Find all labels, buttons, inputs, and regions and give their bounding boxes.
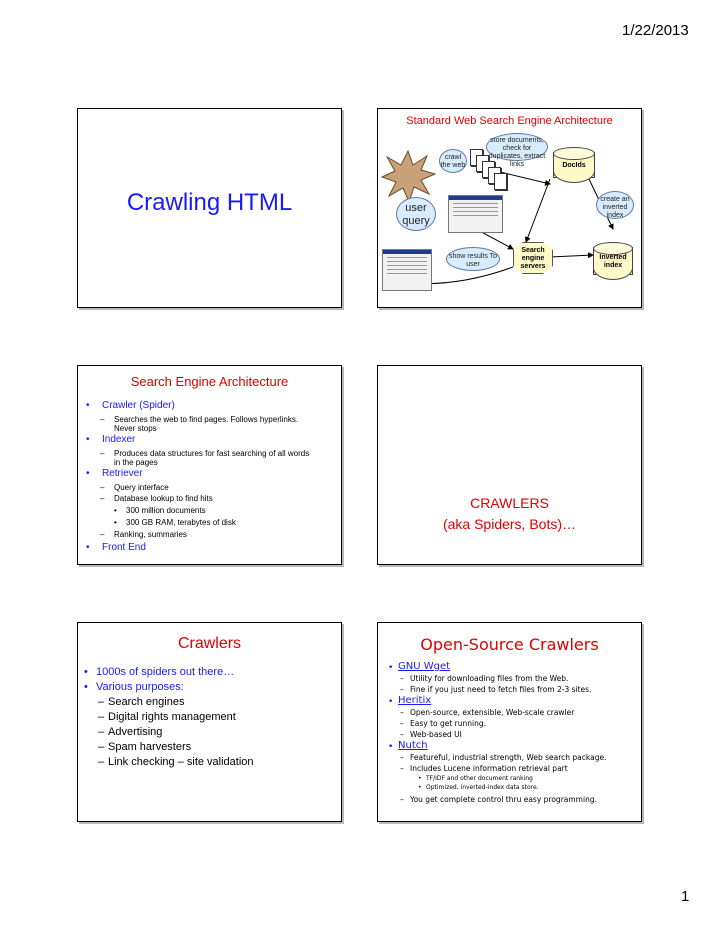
dash-icon: – <box>98 756 105 768</box>
list-item: Advertising <box>108 726 163 738</box>
list-item: You get complete control thru easy progr… <box>410 795 597 804</box>
bullet-icon: • <box>84 681 88 693</box>
list-item: Various purposes: <box>96 681 184 693</box>
list-item: Indexer <box>102 434 136 445</box>
document-icon <box>494 173 507 190</box>
list-item: Fine if you just need to fetch files fro… <box>410 685 592 694</box>
dash-icon: – <box>100 494 105 503</box>
gnu-wget-link[interactable]: GNU Wget <box>398 661 451 672</box>
inverted-index-database-icon: Inverted index <box>593 242 633 280</box>
list-item: Easy to get running. <box>410 719 487 728</box>
list-item: Database lookup to find hits <box>114 494 213 503</box>
list-item: 1000s of spiders out there… <box>96 666 235 678</box>
bullet-icon: • <box>388 742 394 752</box>
search-engine-servers-label: Search engine servers <box>513 242 553 274</box>
dash-icon: – <box>98 741 105 753</box>
dash-icon: – <box>400 753 404 762</box>
slide-title: Standard Web Search Engine Architecture <box>406 115 613 127</box>
bullet-icon: • <box>418 784 422 791</box>
create-index-bubble: create an inverted index <box>596 191 634 219</box>
list-item: Featureful, industrial strength, Web sea… <box>410 753 607 762</box>
slide-6: Open-Source Crawlers • GNU Wget – Utilit… <box>377 622 642 822</box>
results-screenshot-image <box>382 249 432 291</box>
list-item: Link checking – site validation <box>108 756 254 768</box>
slide-2: Standard Web Search Engine Architecture … <box>377 108 642 308</box>
user-query-bubble: user query <box>396 197 436 231</box>
page-number: 1 <box>681 888 690 905</box>
dash-icon: – <box>400 795 404 804</box>
bullet-icon: • <box>86 542 90 553</box>
bullet-icon: • <box>114 518 117 527</box>
dash-icon: – <box>100 415 105 424</box>
slide-4: CRAWLERS (aka Spiders, Bots)… <box>377 365 642 565</box>
docids-label: DocIds <box>562 162 586 169</box>
show-results-bubble: show results To user <box>446 247 500 271</box>
list-item: Front End <box>102 542 146 553</box>
web-starburst-icon <box>381 149 436 204</box>
list-item: Retriever <box>102 468 143 479</box>
dash-icon: – <box>400 685 404 694</box>
dash-icon: – <box>98 726 105 738</box>
slide-subheading: (aka Spiders, Bots)… <box>442 516 577 532</box>
list-item: Crawler (Spider) <box>102 400 175 411</box>
list-item: 300 GB RAM, terabytes of disk <box>126 518 236 527</box>
store-documents-bubble: store documents, check for duplicates, e… <box>486 133 548 168</box>
slide-title: Open-Source Crawlers <box>420 635 599 654</box>
page-date: 1/22/2013 <box>622 22 689 39</box>
nutch-link[interactable]: Nutch <box>398 740 428 751</box>
list-item: Includes Lucene information retrieval pa… <box>410 764 568 773</box>
slide-title: Search Engine Architecture <box>130 374 289 389</box>
dash-icon: – <box>400 674 404 683</box>
slide-title: Crawling HTML <box>126 189 293 216</box>
slide-heading: CRAWLERS <box>470 495 549 511</box>
bullet-icon: • <box>388 663 394 673</box>
heritix-link[interactable]: Heritix <box>398 695 432 706</box>
list-item: Open-source, extensible, Web-scale crawl… <box>410 708 575 717</box>
bullet-icon: • <box>418 775 422 782</box>
list-item: Optimized, inverted-index data store. <box>426 784 539 791</box>
list-item: Digital rights management <box>108 711 236 723</box>
list-item: Spam harvesters <box>108 741 192 753</box>
dash-icon: – <box>400 719 404 728</box>
list-item: Produces data structures for fast search… <box>114 449 310 467</box>
slide-5: Crawlers • 1000s of spiders out there… •… <box>77 622 342 822</box>
bullet-icon: • <box>388 697 394 707</box>
list-item: Query interface <box>114 483 169 492</box>
dash-icon: – <box>100 449 105 458</box>
docids-database-icon: DocIds <box>553 147 595 183</box>
dash-icon: – <box>400 708 404 717</box>
dash-icon: – <box>400 764 404 773</box>
list-item: Utility for downloading files from the W… <box>410 674 569 683</box>
dash-icon: – <box>100 530 105 539</box>
list-item: TF/IDF and other document ranking <box>426 775 533 782</box>
bullet-icon: • <box>86 434 90 445</box>
bullet-icon: • <box>86 400 90 411</box>
crawl-web-bubble: crawl the web <box>439 149 467 173</box>
bullet-icon: • <box>114 506 117 515</box>
list-item: Search engines <box>108 696 185 708</box>
bullet-icon: • <box>86 468 90 479</box>
slide-1: Crawling HTML <box>77 108 342 308</box>
slide-title: Crawlers <box>177 635 242 652</box>
bullet-icon: • <box>84 666 88 678</box>
query-screenshot-image <box>448 195 503 233</box>
list-item: 300 million documents <box>126 506 206 515</box>
slide-3: Search Engine Architecture • Crawler (Sp… <box>77 365 342 565</box>
dash-icon: – <box>100 483 105 492</box>
list-item: Web-based UI <box>410 730 462 739</box>
list-item: Ranking, summaries <box>114 530 187 539</box>
list-item: Searches the web to find pages. Follows … <box>114 415 299 433</box>
dash-icon: – <box>98 711 105 723</box>
dash-icon: – <box>98 696 105 708</box>
inverted-index-label: Inverted index <box>599 254 627 269</box>
dash-icon: – <box>400 730 404 739</box>
